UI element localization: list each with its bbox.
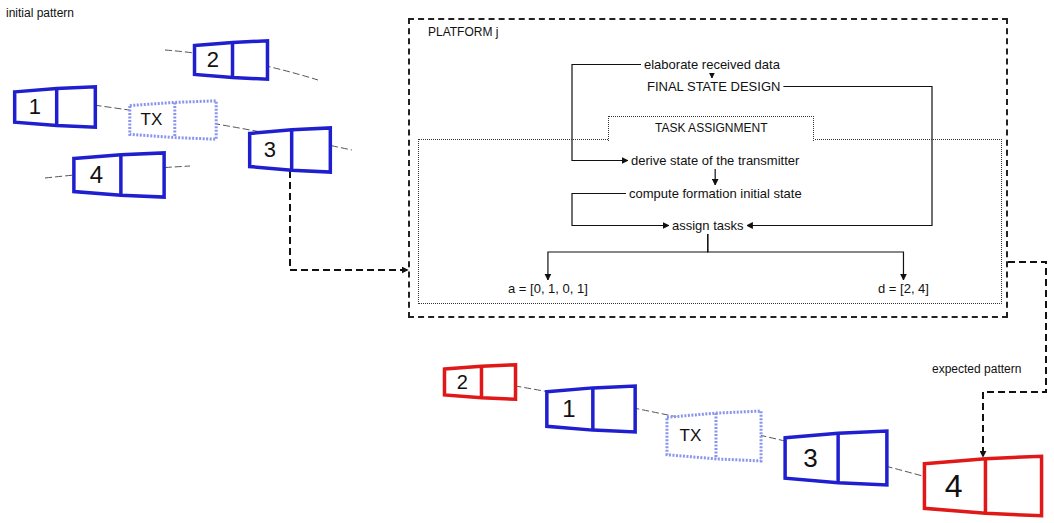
vehicle-outline (443, 364, 517, 400)
vehicle-shape: 2 (443, 364, 517, 400)
vehicle-outline (13, 86, 97, 128)
vehicle-divider (173, 102, 176, 137)
vehicle-divider (231, 42, 235, 77)
vehicle-number: TX (665, 410, 716, 462)
vehicle-shape: TX (665, 410, 763, 462)
flow-arrow (983, 262, 1046, 457)
vehicle-shape: 1 (545, 385, 637, 433)
vehicle-shape: 4 (922, 455, 1044, 517)
step-text: assign tasks (672, 218, 744, 233)
vehicle-divider (55, 89, 59, 126)
step-text: d = [2, 4] (878, 281, 929, 296)
process-step: compute formation initial state (626, 185, 805, 202)
vehicle-shape: 4 (72, 152, 166, 198)
vehicle-number: 3 (248, 127, 292, 173)
step-text: FINAL STATE DESIGN (647, 79, 780, 94)
vehicle-hull (74, 153, 164, 197)
flow-arrow (708, 234, 904, 280)
vehicle-outline (72, 152, 166, 198)
vehicle-number: 3 (783, 430, 838, 486)
vehicle-hull (250, 128, 331, 172)
step-text: elaborate received data (644, 57, 780, 72)
flow-arrow (572, 65, 641, 161)
vehicle-number: 4 (72, 152, 121, 198)
vehicle-hull (15, 87, 96, 127)
vehicle-outline (922, 455, 1044, 517)
pattern-label: initial pattern (6, 6, 74, 20)
vehicle-number: 1 (545, 385, 593, 433)
process-step: assign tasks (669, 217, 747, 234)
vehicle-shape: 3 (248, 127, 332, 173)
vehicle-number: 4 (922, 455, 985, 517)
vehicle-hull (785, 431, 887, 485)
platform-box: PLATFORM j elaborate received dataFINAL S… (408, 18, 1008, 318)
vehicle-number: 2 (193, 40, 233, 80)
vehicle-divider (714, 413, 717, 459)
box-heading: PLATFORM j (428, 25, 498, 39)
vehicle-hull (444, 365, 515, 400)
vehicle-shape: TX (128, 100, 218, 140)
vehicle-divider (591, 388, 595, 430)
vehicle-divider (290, 130, 294, 170)
step-text: derive state of the transmitter (631, 153, 799, 168)
process-step: FINAL STATE DESIGN (644, 78, 783, 95)
vehicle-divider (984, 459, 988, 514)
task-assignment-box: TASK ASSIGNMENTderive state of the trans… (418, 139, 1002, 304)
flow-arrow (715, 169, 716, 185)
vehicle-divider (480, 366, 484, 398)
vehicle-hull (924, 456, 1041, 516)
flow-arrow (290, 171, 408, 270)
vehicle-shape: 3 (783, 430, 889, 486)
vehicle-outline (545, 385, 637, 433)
process-step: derive state of the transmitter (628, 152, 802, 169)
vehicle-shape: 2 (193, 40, 269, 80)
vehicle-shape: 1 (13, 86, 97, 128)
flow-arrow (548, 234, 708, 280)
vehicle-divider (836, 433, 840, 482)
vehicle-outline (783, 430, 889, 486)
vehicle-outline (248, 127, 332, 173)
vehicle-hull (195, 41, 268, 79)
vehicle-number: 2 (443, 364, 481, 400)
vehicle-number: 1 (13, 86, 57, 128)
process-step: d = [2, 4] (875, 280, 932, 297)
step-text: compute formation initial state (629, 186, 802, 201)
pattern-label: expected pattern (932, 362, 1021, 376)
vehicle-hull (547, 386, 635, 432)
process-step: elaborate received data (641, 56, 783, 73)
vehicle-divider (119, 155, 123, 195)
process-step: a = [0, 1, 0, 1] (505, 280, 591, 297)
vehicle-number: TX (128, 100, 175, 140)
step-text: a = [0, 1, 0, 1] (508, 281, 588, 296)
vehicle-outline (193, 40, 269, 80)
box-heading: TASK ASSIGNMENT (655, 121, 767, 135)
